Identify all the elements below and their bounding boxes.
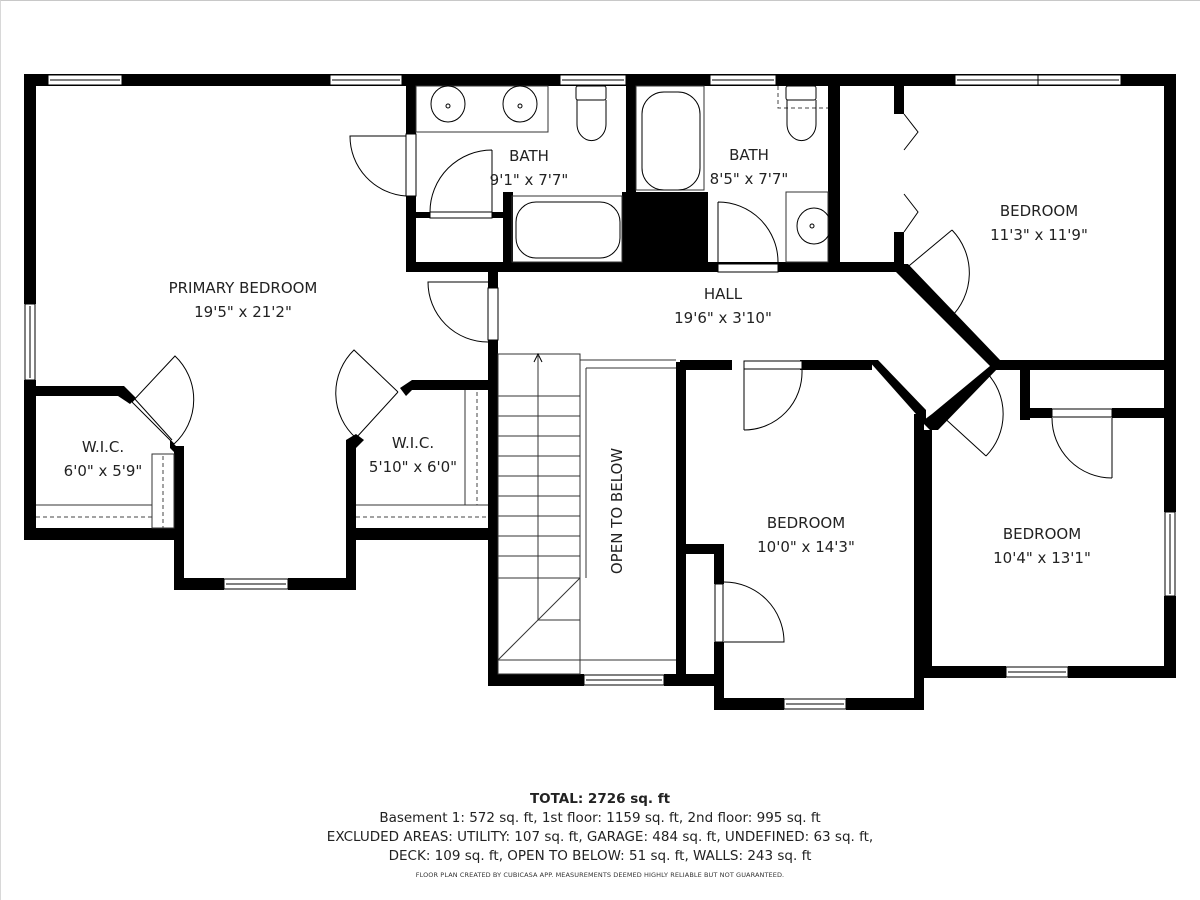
room-dim-bedroom-ne: 11'3" x 11'9" <box>990 226 1088 244</box>
doors <box>131 113 1113 643</box>
windows <box>24 74 1176 710</box>
room-dim-hall: 19'6" x 3'10" <box>674 309 772 327</box>
room-dim-bath-1: 9'1" x 7'7" <box>490 171 569 189</box>
walls <box>24 74 1176 710</box>
room-label-bedroom-ne: BEDROOM <box>1000 202 1078 220</box>
room-dim-wic-left: 6'0" x 5'9" <box>64 462 143 480</box>
excluded-areas-line-1: EXCLUDED AREAS: UTILITY: 107 sq. ft, GAR… <box>326 829 874 845</box>
fixtures <box>36 85 832 675</box>
area-summary: TOTAL: 2726 sq. ft Basement 1: 572 sq. f… <box>0 790 1200 866</box>
room-label-hall: HALL <box>704 285 743 303</box>
room-label-bath-2: BATH <box>729 146 769 164</box>
room-label-bath-1: BATH <box>509 147 549 165</box>
room-label-wic-right: W.I.C. <box>392 434 434 452</box>
room-dim-primary-bedroom: 19'5" x 21'2" <box>194 303 292 321</box>
room-dim-bedroom-se: 10'4" x 13'1" <box>993 549 1091 567</box>
room-label-primary-bedroom: PRIMARY BEDROOM <box>169 279 318 297</box>
room-labels: PRIMARY BEDROOM 19'5" x 21'2" BATH 9'1" … <box>64 146 1091 574</box>
room-dim-bath-2: 8'5" x 7'7" <box>710 170 789 188</box>
total-area: TOTAL: 2726 sq. ft <box>529 791 671 807</box>
room-label-bedroom-center: BEDROOM <box>767 514 845 532</box>
excluded-areas-line-2: DECK: 109 sq. ft, OPEN TO BELOW: 51 sq. … <box>388 848 812 864</box>
disclaimer: FLOOR PLAN CREATED BY CUBICASA APP. MEAS… <box>415 871 785 879</box>
floor-areas: Basement 1: 572 sq. ft, 1st floor: 1159 … <box>379 810 821 826</box>
room-dim-wic-right: 5'10" x 6'0" <box>369 458 457 476</box>
room-label-wic-left: W.I.C. <box>82 438 124 456</box>
room-label-bedroom-se: BEDROOM <box>1003 525 1081 543</box>
room-dim-bedroom-center: 10'0" x 14'3" <box>757 538 855 556</box>
room-label-open-to-below: OPEN TO BELOW <box>608 448 626 574</box>
